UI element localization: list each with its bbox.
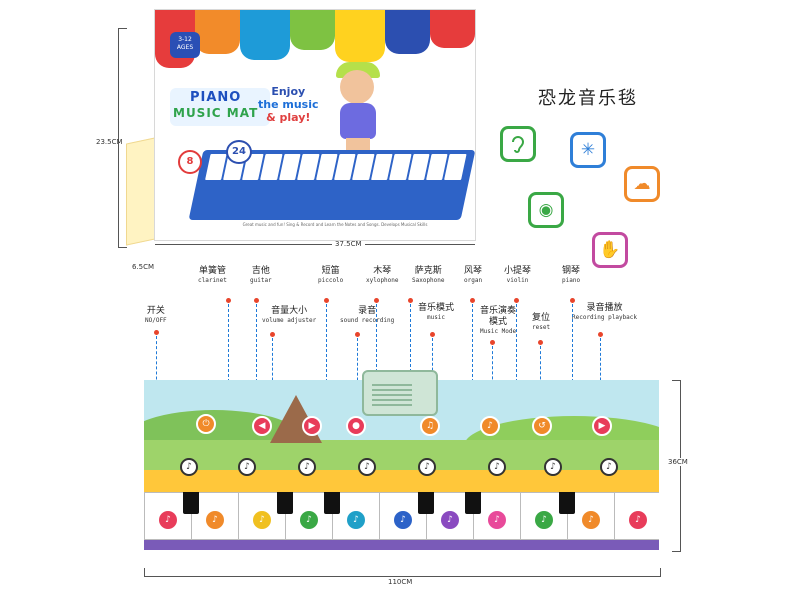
note-icon: ♪ (159, 511, 177, 529)
leader-dot-piano (570, 298, 575, 303)
white-key[interactable]: ♪ (614, 492, 659, 540)
note-icon: ♪ (441, 511, 459, 529)
eye-icon: ◉ (528, 192, 564, 228)
white-key[interactable]: ♪ (473, 492, 521, 540)
box-slogan: Enjoy the music & play! (258, 85, 319, 124)
play-mode-button[interactable]: ♪ (480, 416, 500, 436)
white-key[interactable]: ♪ (567, 492, 615, 540)
box-title-line1: PIANO (190, 90, 242, 105)
black-key[interactable] (418, 492, 434, 514)
power-button[interactable]: ⏻ (196, 414, 216, 434)
girl-shirt (340, 103, 376, 139)
black-key[interactable] (324, 492, 340, 514)
clarinet-button[interactable]: ♪ (180, 458, 198, 476)
playback-button[interactable]: ▶ (592, 416, 612, 436)
leader-dot-piccolo (324, 298, 329, 303)
piano-button[interactable]: ♪ (600, 458, 618, 476)
speaker-grille (362, 370, 438, 416)
volume-up-button[interactable]: ▶ (302, 416, 322, 436)
white-key[interactable]: ♪ (191, 492, 239, 540)
black-key[interactable] (465, 492, 481, 514)
white-key[interactable]: ♪ (332, 492, 380, 540)
leader-dot-xylophone (374, 298, 379, 303)
dimension-line-height (118, 28, 127, 248)
age-badge: 3-12 AGES (170, 32, 200, 58)
note-icon: ♪ (535, 511, 553, 529)
leader-dot-record (355, 332, 360, 337)
piccolo-button[interactable]: ♪ (298, 458, 316, 476)
record-button[interactable]: ● (346, 416, 366, 436)
note-icon: ♪ (347, 511, 365, 529)
dimension-line-width (155, 244, 475, 245)
box-title-line2: MUSIC MAT (173, 106, 259, 120)
note-icon: ♪ (582, 511, 600, 529)
package-caption: Great music and fun! Sing & Record and L… (242, 222, 428, 227)
note-icon: ♪ (394, 511, 412, 529)
black-key[interactable] (277, 492, 293, 514)
dimension-line-mat-width (144, 568, 661, 577)
note-icon: ♪ (206, 511, 224, 529)
sparkle-icon: ✳ (570, 132, 606, 168)
leader-dot-violin (514, 298, 519, 303)
brain-icon: ☁ (624, 166, 660, 202)
ear-icon (500, 126, 536, 162)
note-icon: ♪ (300, 511, 318, 529)
leader-dot-play-mode (490, 340, 495, 345)
guitar-button[interactable]: ♪ (238, 458, 256, 476)
instruments-badge: 8 (178, 150, 202, 174)
leader-dot-power (154, 330, 159, 335)
black-key[interactable] (559, 492, 575, 514)
leader-line-power (156, 336, 157, 420)
leader-dot-reset (538, 340, 543, 345)
violin-button[interactable]: ♪ (544, 458, 562, 476)
leader-dot-saxophone (408, 298, 413, 303)
keys-badge: 24 (226, 140, 252, 164)
leader-dot-organ (470, 298, 475, 303)
mat-height-label: 36CM (668, 458, 688, 466)
note-icon: ♪ (253, 511, 271, 529)
leader-dot-clarinet (226, 298, 231, 303)
black-key[interactable] (183, 492, 199, 514)
leader-dot-music-mode (430, 332, 435, 337)
saxophone-button[interactable]: ♪ (418, 458, 436, 476)
xylophone-button[interactable]: ♪ (358, 458, 376, 476)
hand-icon: ✋ (592, 232, 628, 268)
organ-button[interactable]: ♪ (488, 458, 506, 476)
leader-dot-guitar (254, 298, 259, 303)
mat-width-label: 110CM (388, 578, 413, 586)
box-depth-label: 6.5CM (132, 263, 155, 271)
girl-figure (340, 70, 374, 104)
title-banner (170, 88, 270, 126)
volume-down-button[interactable]: ◀ (252, 416, 272, 436)
box-height-label: 23.5CM (96, 138, 123, 146)
piano-keys: ♪ ♪ ♪ ♪ ♪ ♪ ♪ ♪ ♪ ♪ ♪ (144, 492, 659, 550)
product-title: 恐龙音乐毯 (538, 88, 638, 109)
box-width-label: 37.5CM (332, 240, 365, 248)
reset-button[interactable]: ↺ (532, 416, 552, 436)
white-key[interactable]: ♪ (238, 492, 286, 540)
note-icon: ♪ (488, 511, 506, 529)
leader-dot-playback (598, 332, 603, 337)
note-icon: ♪ (629, 511, 647, 529)
music-mode-button[interactable]: ♫ (420, 416, 440, 436)
dimension-line-mat-height (672, 380, 681, 552)
leader-dot-volume (270, 332, 275, 337)
